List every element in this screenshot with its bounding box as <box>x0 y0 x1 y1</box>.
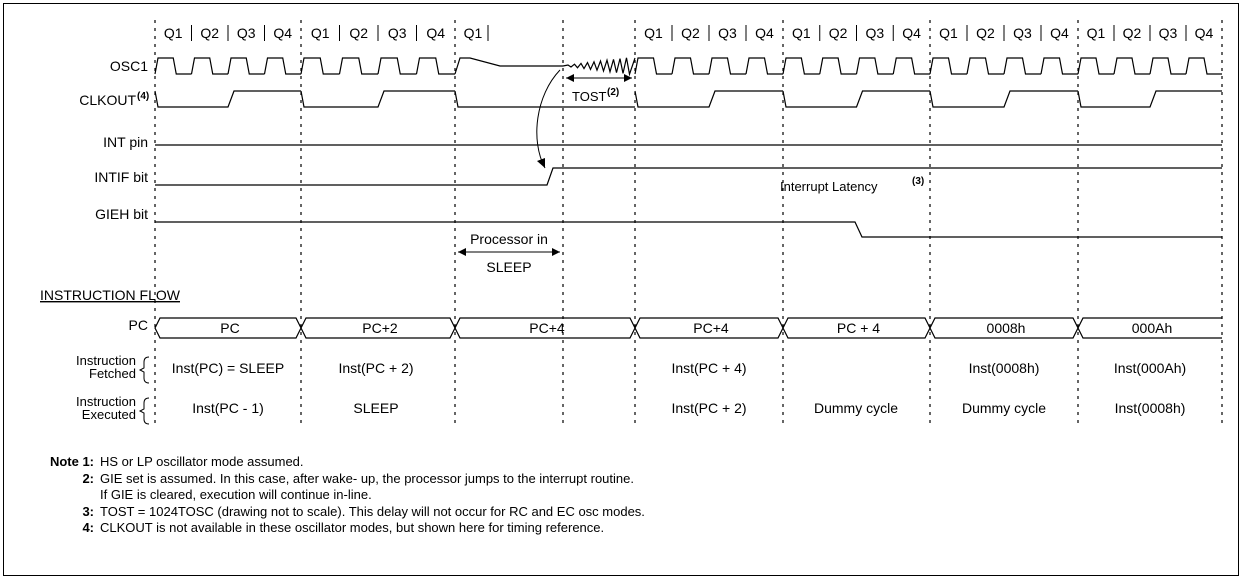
quarter-label: Q3 <box>1013 25 1032 41</box>
fetched-instruction: Inst(PC + 4) <box>671 360 746 376</box>
pc-value: PC+4 <box>529 320 565 336</box>
executed-instruction: Inst(0008h) <box>1115 400 1186 416</box>
quarter-label: Q1 <box>939 25 958 41</box>
signal-label-int-pin: INT pin <box>103 134 148 150</box>
fetched-instruction: Inst(0008h) <box>969 360 1040 376</box>
quarter-label: Q1 <box>164 25 183 41</box>
intif-signal <box>155 167 1222 186</box>
note-1-text: HS or LP oscillator mode assumed. <box>100 454 304 469</box>
pc-value: PC <box>220 320 239 336</box>
osc1-waveform <box>154 57 1222 75</box>
quarter-label: Q1 <box>1087 25 1106 41</box>
quarter-label: Q2 <box>1123 25 1142 41</box>
signal-label-clkout: CLKOUT <box>79 92 136 108</box>
fetched-instruction: Inst(000Ah) <box>1114 360 1186 376</box>
pc-value: PC+4 <box>693 320 729 336</box>
pc-row-label: PC <box>129 317 148 333</box>
gieh-signal <box>155 221 1222 238</box>
quarter-label: Q2 <box>349 25 368 41</box>
executed-row-label-line1: Instruction <box>76 394 136 409</box>
sleep-label-line2: SLEEP <box>486 259 531 275</box>
fetched-instruction: Inst(PC + 2) <box>338 360 413 376</box>
pc-value: PC + 4 <box>837 320 880 336</box>
interrupt-latency-label: Interrupt Latency <box>780 179 878 194</box>
note-4-number: 4: <box>82 520 94 535</box>
wake-arrow <box>536 69 561 169</box>
pc-value: 000Ah <box>1132 320 1172 336</box>
note-3-text: TOST = 1024TOSC (drawing not to scale). … <box>100 503 645 519</box>
tost-note: (2) <box>607 87 619 98</box>
sleep-arrow-head-left <box>458 248 466 256</box>
signal-label-intif: INTIF bit <box>94 169 148 185</box>
tost-arrow-head-right <box>624 74 632 82</box>
note-3-number: 3: <box>82 503 94 519</box>
wake-arrow-head <box>537 158 545 168</box>
quarter-label: Q1 <box>311 25 330 41</box>
executed-brace <box>138 397 150 425</box>
quarter-label: Q4 <box>273 25 292 41</box>
instruction-flow-heading: INSTRUCTION FLOW <box>40 287 181 303</box>
quarter-label: Q2 <box>200 25 219 41</box>
tost-arrow-head-left <box>566 74 574 82</box>
osc1-startup-oscillation <box>562 57 636 77</box>
fetched-row-label-line2: Fetched <box>89 366 136 381</box>
pc-bus-segment <box>1077 317 1222 339</box>
executed-row-label-line2: Executed <box>82 407 136 422</box>
quarter-label: Q4 <box>755 25 774 41</box>
fetched-brace <box>138 356 150 384</box>
quarter-label: Q3 <box>1159 25 1178 41</box>
note-2-number: 2: <box>82 470 94 486</box>
quarter-label: Q2 <box>976 25 995 41</box>
interrupt-latency-note: (3) <box>912 176 924 187</box>
quarter-label: Q3 <box>237 25 256 41</box>
pc-value: PC+2 <box>362 320 398 336</box>
quarter-label: Q1 <box>464 25 483 41</box>
sleep-arrow-head-right <box>552 248 560 256</box>
quarter-label: Q4 <box>1050 25 1069 41</box>
clkout-waveform <box>154 90 1222 108</box>
executed-instruction: Dummy cycle <box>814 400 898 416</box>
pc-value: 0008h <box>987 320 1026 336</box>
tost-label: TOST <box>572 89 606 104</box>
quarter-label: Q4 <box>902 25 921 41</box>
note-4-text: CLKOUT is not available in these oscilla… <box>100 520 605 535</box>
quarter-label: Q2 <box>829 25 848 41</box>
quarter-label: Q3 <box>388 25 407 41</box>
quarter-label: Q4 <box>1195 25 1214 41</box>
executed-instruction: Inst(PC - 1) <box>192 400 264 416</box>
quarter-label: Q3 <box>866 25 885 41</box>
note-2b-text: If GIE is cleared, execution will contin… <box>100 487 372 502</box>
quarter-label: Q1 <box>792 25 811 41</box>
quarter-label: Q2 <box>681 25 700 41</box>
diagram-frame <box>3 3 1239 576</box>
note-1-number: Note 1: <box>49 454 94 469</box>
signal-label-osc1: OSC1 <box>110 58 148 74</box>
quarter-label: Q1 <box>644 25 663 41</box>
executed-instruction: Dummy cycle <box>962 400 1046 416</box>
fetched-instruction: Inst(PC) = SLEEP <box>172 360 284 376</box>
note-2-text: GIE set is assumed. In this case, after … <box>100 470 634 486</box>
executed-instruction: SLEEP <box>353 400 398 416</box>
fetched-row-label-line1: Instruction <box>76 353 136 368</box>
executed-instruction: Inst(PC + 2) <box>671 400 746 416</box>
sleep-label-line1: Processor in <box>470 231 548 247</box>
quarter-label: Q3 <box>718 25 737 41</box>
signal-label-gieh: GIEH bit <box>95 206 148 222</box>
quarter-label: Q4 <box>426 25 445 41</box>
signal-label-clkout-note: (4) <box>137 91 149 102</box>
